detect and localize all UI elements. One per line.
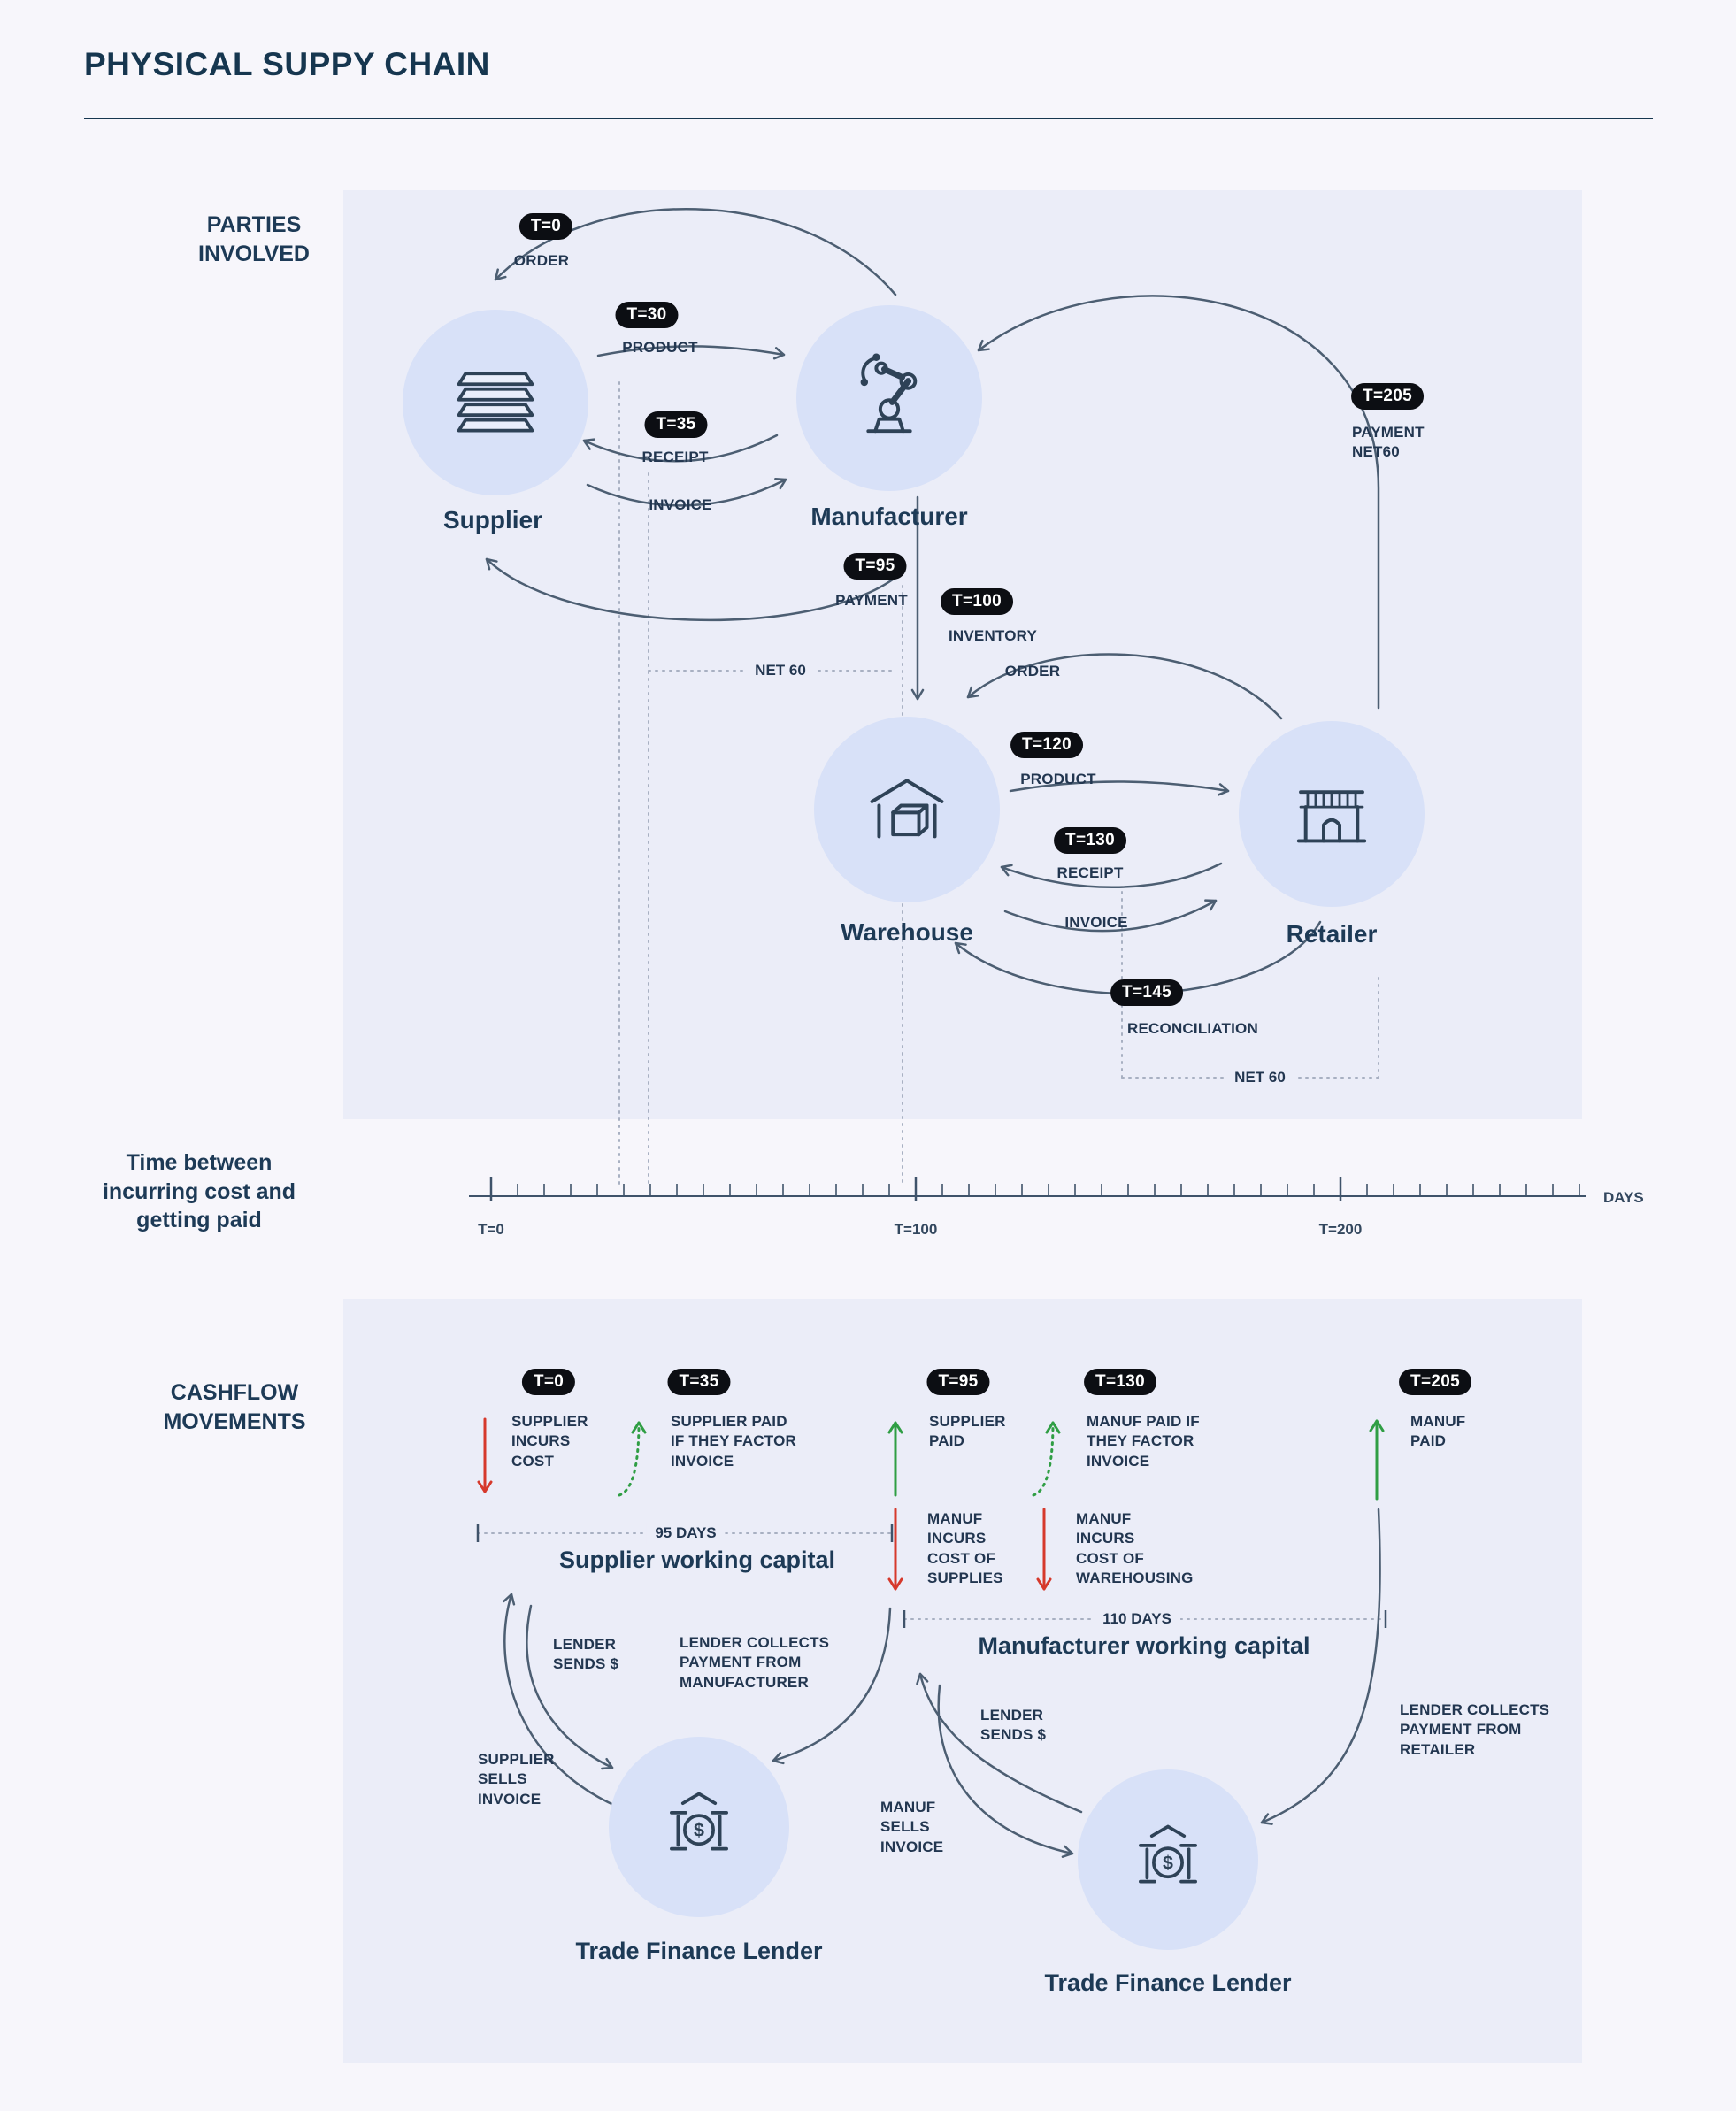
cf-badge-t130: T=130 — [1084, 1369, 1156, 1395]
warehouse-box-icon — [870, 779, 944, 839]
dollar-glyph: $ — [694, 1820, 704, 1841]
supplier-factor-paid-arrow — [618, 1421, 647, 1497]
payment-arrow-retailer-to-manufacturer — [977, 295, 1380, 710]
invoice1-label: INVOICE — [649, 496, 712, 513]
payment1-label: PAYMENT — [835, 592, 908, 609]
lender2-collects-arrow — [1260, 1508, 1381, 1825]
warehouse-label: Warehouse — [841, 918, 973, 946]
lender2-sends-arrow — [916, 1672, 1083, 1814]
manuf-sells-invoice-arrow — [937, 1684, 1074, 1858]
supplier-sells-invoice-arrow — [526, 1604, 614, 1770]
badge-t130: T=130 — [1054, 827, 1126, 854]
section-label-parties: PARTIES INVOLVED — [198, 212, 310, 266]
reconciliation-label: RECONCILIATION — [1127, 1020, 1258, 1037]
lender1-collects-arrow — [772, 1607, 892, 1765]
badge-t205: T=205 — [1351, 383, 1424, 410]
lender1-collects-text: LENDER COLLECTS PAYMENT FROM MANUFACTURE… — [680, 1634, 830, 1691]
lender1-node: $ — [609, 1737, 789, 1917]
net60-bottom-label: NET 60 — [1225, 1067, 1294, 1088]
lender1-name: Trade Finance Lender — [575, 1938, 823, 1964]
lender2-collects-text: LENDER COLLECTS PAYMENT FROM RETAILER — [1400, 1701, 1550, 1758]
supplier-wc-days: 95 DAYS — [646, 1523, 726, 1544]
supplier-sells-invoice-text: SUPPLIER SELLS INVOICE — [478, 1751, 555, 1808]
badge-t145: T=145 — [1110, 979, 1183, 1006]
cashflow-arrows — [477, 1417, 1385, 1591]
supplier-node — [403, 310, 588, 495]
warehouse-node — [814, 717, 1000, 902]
product1-label: PRODUCT — [622, 339, 698, 356]
timeline-t100-label: T=100 — [894, 1221, 938, 1238]
section-label-cashflow: CASHFLOW MOVEMENTS — [163, 1380, 306, 1434]
manuf-wc-days: 110 DAYS — [1094, 1608, 1180, 1630]
title-divider — [84, 118, 1653, 119]
invoice2-label: INVOICE — [1064, 914, 1128, 931]
supplier-paid-factor-text: SUPPLIER PAID IF THEY FACTOR INVOICE — [671, 1413, 796, 1470]
net60-top-label: NET 60 — [746, 660, 815, 681]
product2-label: PRODUCT — [1020, 771, 1096, 787]
product-arrow-warehouse-to-retailer — [1009, 780, 1230, 796]
receipt-arrow-retailer-to-warehouse — [1000, 862, 1223, 888]
supplier-label: Supplier — [442, 506, 543, 534]
product-arrow-supplier-to-manufacturer — [596, 345, 786, 360]
payment-arrow-manufacturer-to-supplier — [485, 557, 898, 622]
lender2-node: $ — [1078, 1769, 1258, 1950]
lender1-sends-arrow — [503, 1593, 619, 1808]
manuf-incurs-warehousing-text: MANUF INCURS COST OF WAREHOUSING — [1076, 1510, 1194, 1587]
manufacturer-label: Manufacturer — [810, 503, 968, 530]
timeline-ticks — [489, 1177, 1580, 1201]
badge-t0: T=0 — [518, 213, 573, 240]
receipt-arrow-manufacturer-to-supplier — [582, 434, 779, 463]
cf-badge-t205: T=205 — [1399, 1369, 1471, 1395]
retailer-node — [1239, 721, 1425, 907]
manuf-paid-factor-text: MANUF PAID IF THEY FACTOR INVOICE — [1087, 1413, 1200, 1470]
badge-t30: T=30 — [615, 302, 679, 328]
cf-badge-t35: T=35 — [667, 1369, 731, 1395]
cf-badge-t95: T=95 — [926, 1369, 990, 1395]
timeline-t200-label: T=200 — [1318, 1221, 1363, 1238]
badge-t95: T=95 — [843, 553, 907, 580]
lender-arrows — [503, 1508, 1381, 1858]
invoice-arrow-supplier-to-manufacturer — [586, 477, 787, 507]
payment-net60-label: PAYMENT NET60 — [1352, 424, 1425, 461]
supplier-incurs-cost-text: SUPPLIER INCURS COST — [511, 1413, 588, 1470]
manuf-wc-label: Manufacturer working capital — [978, 1632, 1310, 1659]
page-title: PHYSICAL SUPPY CHAIN — [84, 46, 490, 82]
manuf-factor-paid-arrow — [1032, 1421, 1061, 1497]
timeline-days-label: DAYS — [1603, 1189, 1644, 1206]
receipt1-label: RECEIPT — [641, 449, 709, 465]
timeline-axis — [469, 1177, 1586, 1201]
bank-dollar-icon: $ — [670, 1792, 728, 1851]
dollar-glyph: $ — [1163, 1853, 1173, 1874]
manufacturer-node — [796, 305, 982, 491]
order-arrow-manufacturer-to-supplier — [494, 208, 897, 296]
manuf-paid-text: MANUF PAID — [1410, 1413, 1466, 1450]
badge-t35: T=35 — [644, 411, 708, 438]
order2-label: ORDER — [1004, 663, 1061, 679]
supplier-stack-icon — [457, 372, 534, 433]
section-label-timeline: Time between incurring cost and getting … — [102, 1150, 296, 1232]
storefront-icon — [1296, 790, 1367, 843]
lender2-name: Trade Finance Lender — [1044, 1969, 1292, 1996]
order-arrow-retailer-to-warehouse — [966, 653, 1283, 720]
timeline-t0-label: T=0 — [478, 1221, 504, 1238]
cf-badge-t0: T=0 — [521, 1369, 576, 1395]
bank-dollar-icon: $ — [1139, 1824, 1197, 1884]
invoice-arrow-warehouse-to-retailer — [1003, 899, 1218, 933]
manuf-incurs-supplies-text: MANUF INCURS COST OF SUPPLIES — [927, 1510, 1003, 1587]
supplier-paid-text: SUPPLIER PAID — [929, 1413, 1006, 1450]
robot-arm-icon — [860, 353, 918, 434]
manuf-sells-invoice-text: MANUF SELLS INVOICE — [880, 1799, 944, 1855]
badge-t120: T=120 — [1010, 732, 1083, 758]
inventory-label: INVENTORY — [948, 627, 1038, 644]
receipt2-label: RECEIPT — [1056, 864, 1124, 881]
lender2-sends-text: LENDER SENDS $ — [980, 1707, 1047, 1744]
badge-t100: T=100 — [941, 588, 1013, 615]
lender1-sends-text: LENDER SENDS $ — [553, 1636, 619, 1673]
order1-label: ORDER — [513, 252, 570, 269]
retailer-label: Retailer — [1286, 920, 1378, 948]
supplier-wc-label: Supplier working capital — [558, 1547, 836, 1573]
